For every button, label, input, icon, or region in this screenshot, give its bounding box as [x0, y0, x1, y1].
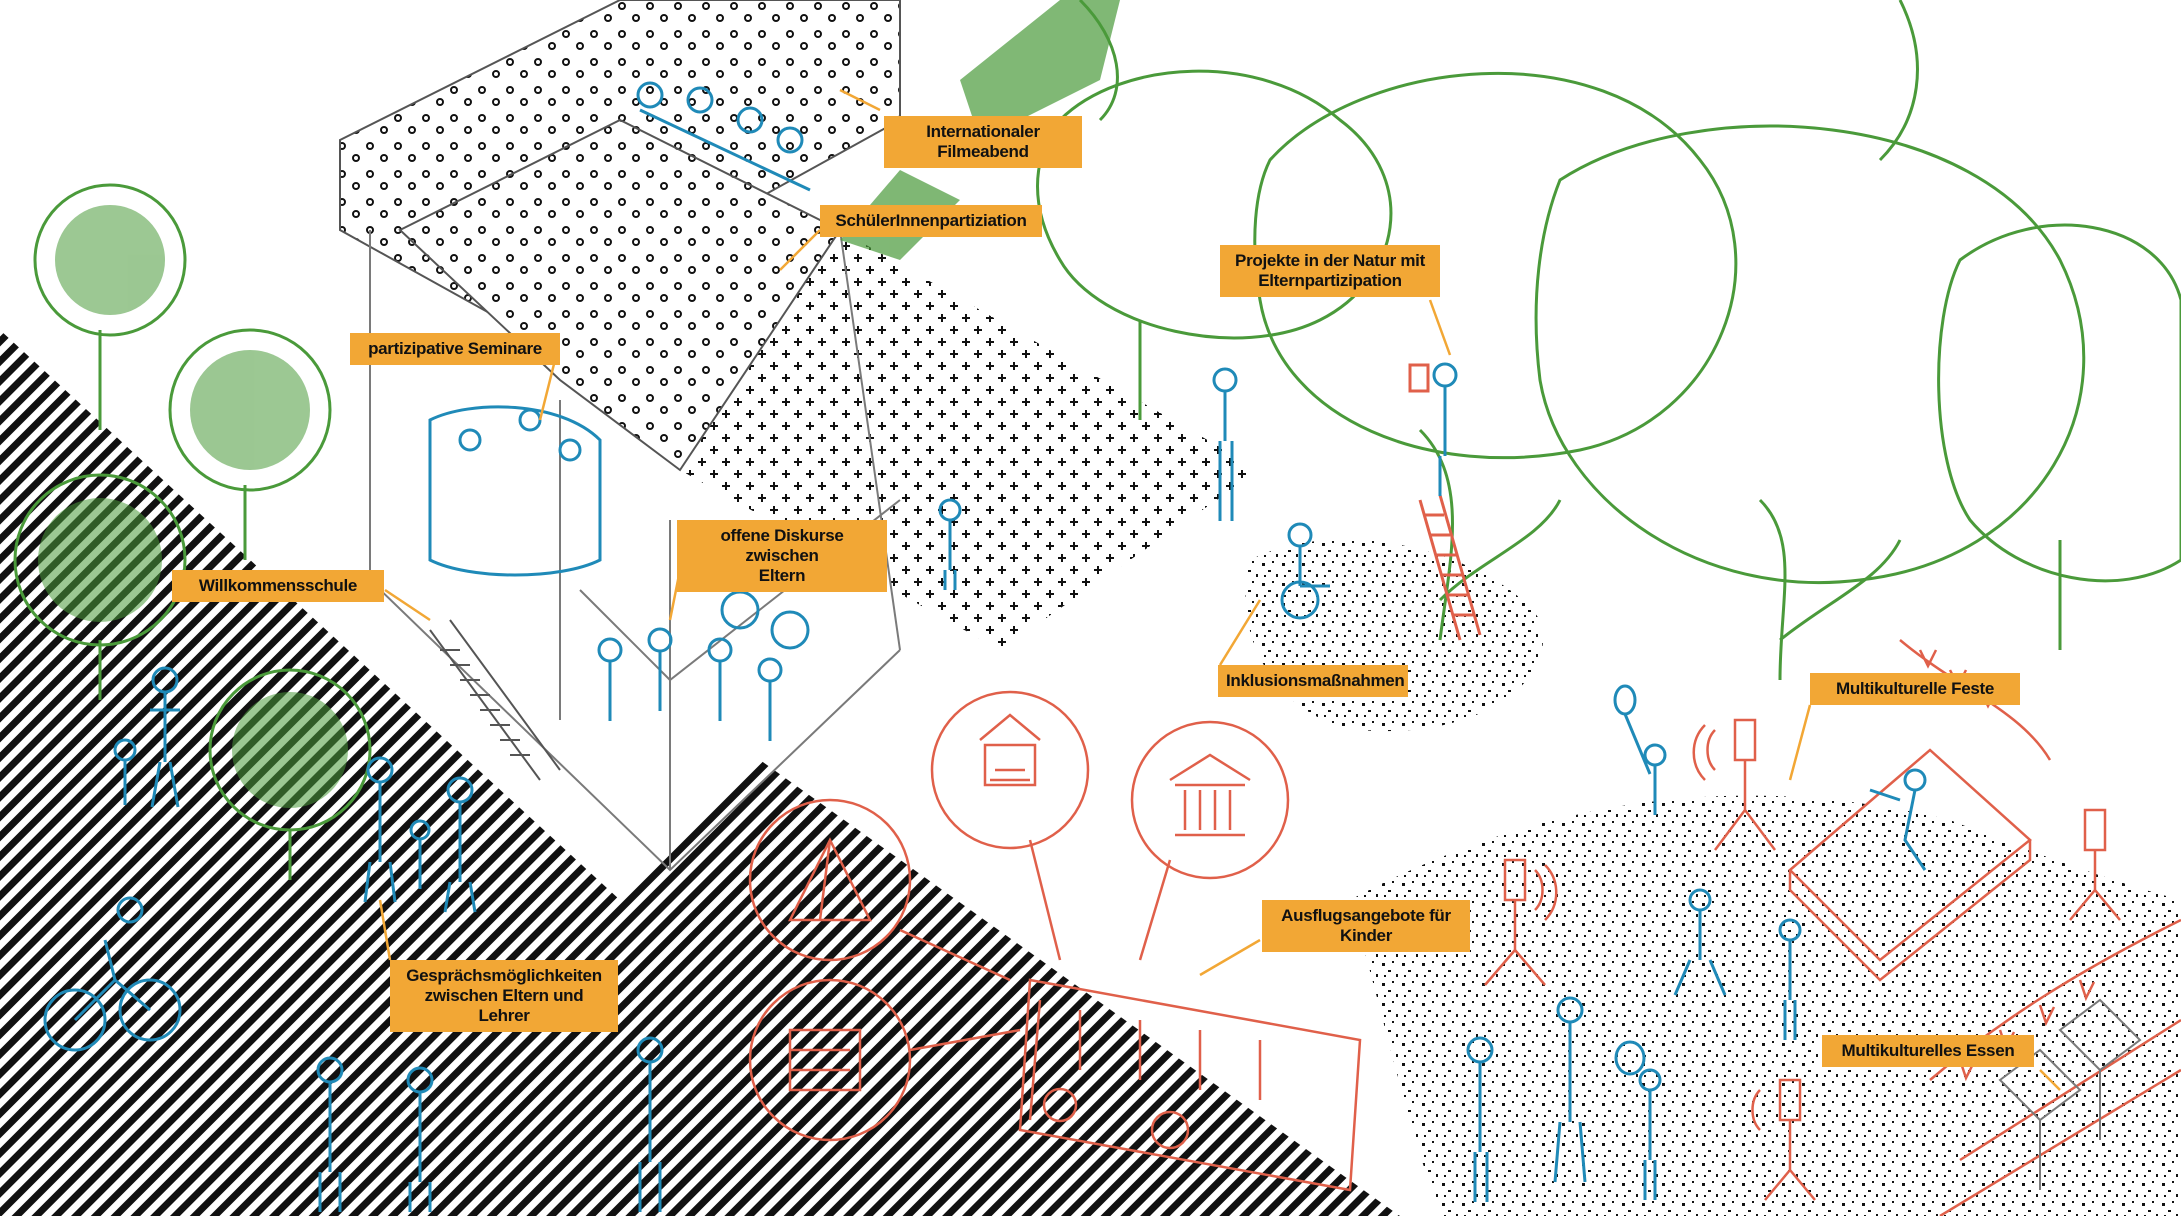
bubble-museum [1130, 720, 1290, 880]
label-diskurse: offene Diskurse zwischen Eltern [677, 520, 887, 592]
tree-foliage-fill [38, 205, 348, 808]
excursion-bubbles [748, 690, 1362, 1192]
person-group-street [363, 756, 477, 913]
bubble-book [930, 690, 1090, 850]
label-ausflug: Ausflugsangebote für Kinder [1262, 900, 1470, 952]
info-pillars [1998, 998, 2142, 1190]
book-icon [979, 713, 1041, 787]
tent-icon [787, 837, 873, 922]
person-stilts [1212, 367, 1238, 521]
hatched-ground [0, 330, 1400, 1216]
bus-icon [1018, 978, 1362, 1192]
bicycle-icon [43, 896, 182, 1052]
trees-right [1036, 0, 2181, 681]
label-filmabend: Internationaler Filmeabend [884, 116, 1082, 168]
speaker-icon [1484, 718, 2121, 1201]
seminar-group [428, 405, 602, 577]
stairs-icon [429, 619, 561, 781]
bus-wheel [1150, 1110, 1190, 1150]
person-ladder [1408, 362, 1458, 496]
person-child-roof [938, 498, 962, 590]
label-leaders [378, 88, 2061, 1091]
speckled-courtyard [1350, 795, 2181, 1216]
balloon-icon [1613, 684, 1667, 815]
discourse-group [597, 590, 810, 741]
film-audience [636, 81, 811, 192]
museum-icon [1169, 753, 1251, 837]
label-essen: Multikulturelles Essen [1822, 1035, 2034, 1067]
label-seminare: partizipative Seminare [350, 333, 560, 365]
person-group-bottom [316, 1036, 664, 1212]
flag-icon [788, 1028, 862, 1092]
label-inklusion: Inklusionsmaßnahmen [1218, 665, 1408, 697]
label-schuelerpartizipation: SchülerInnenpartiziation [820, 205, 1042, 237]
people [43, 81, 1927, 1212]
label-feste: Multikulturelle Feste [1810, 673, 2020, 705]
courtyard-people [1466, 888, 1802, 1202]
person-wheelchair [1280, 522, 1330, 620]
bus-wheel [1042, 1087, 1078, 1123]
bubble-flag [748, 978, 912, 1142]
bubble-tent [748, 798, 912, 962]
label-willkommen: Willkommensschule [172, 570, 384, 602]
label-gespraech: Gesprächsmöglichkeiten zwischen Eltern u… [390, 960, 618, 1032]
trees-left [13, 183, 372, 880]
person-family-left [113, 666, 180, 808]
ladder-icon [1418, 494, 1482, 641]
dancer [1869, 768, 1927, 871]
label-natur: Projekte in der Natur mit Elternpartizip… [1220, 245, 1440, 297]
speckled-garden [1245, 539, 1544, 732]
